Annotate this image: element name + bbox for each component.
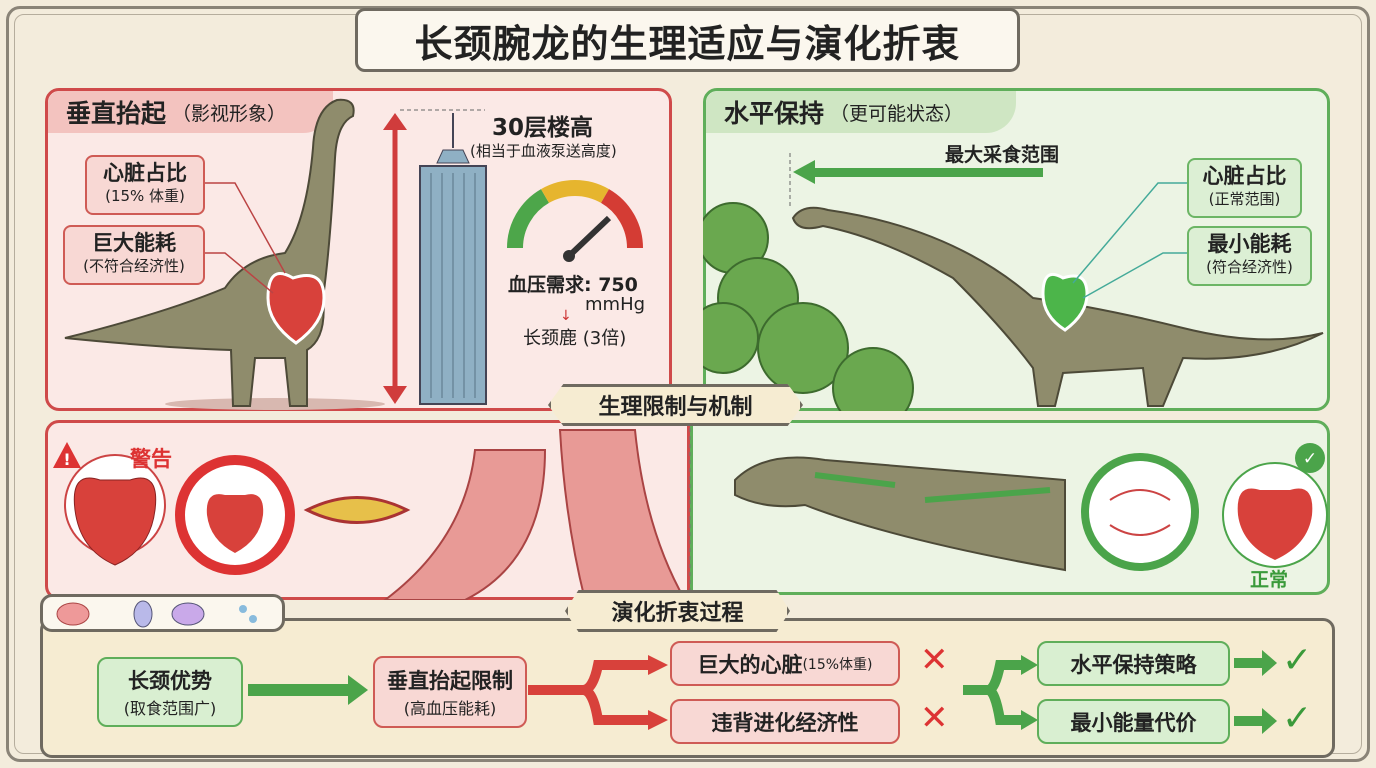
flow-good-strategy-box: 水平保持策略 xyxy=(1037,641,1230,686)
vertical-tab: 垂直抬起（影视形象） xyxy=(48,91,333,133)
svg-text:✓: ✓ xyxy=(1303,449,1317,469)
tab-note: （更可能状态） xyxy=(830,102,964,125)
artery-plaque-icon xyxy=(303,496,411,524)
flow-bad-economy-box: 违背进化经济性 xyxy=(670,699,900,744)
normal-heart-icon xyxy=(1041,273,1089,332)
height-title: 30层楼高 xyxy=(492,115,594,141)
skyscraper-icon xyxy=(419,113,487,405)
check-icon: ✓ xyxy=(1282,698,1313,739)
dinosaur-neck-circulation xyxy=(734,456,1066,572)
section-physiology: 生理限制与机制 xyxy=(548,384,803,426)
tab-note: （影视形象） xyxy=(172,102,287,125)
flow-good-energy-box: 最小能量代价 xyxy=(1037,699,1230,744)
cells-strip xyxy=(40,594,285,632)
energy-callout: 巨大能耗(不符合经济性) xyxy=(63,225,205,285)
tab-label: 垂直抬起 xyxy=(66,99,167,128)
cross-icon: ✕ xyxy=(920,640,949,680)
check-icon: ✓ xyxy=(1282,640,1313,681)
max-range-label: 最大采食范围 xyxy=(945,144,1060,166)
outer-frame xyxy=(6,6,1370,762)
diseased-heart-icon xyxy=(73,477,157,566)
blood-vessel-left xyxy=(383,449,547,600)
bp-unit: mmHg xyxy=(585,294,646,315)
good-arrows xyxy=(1234,650,1277,734)
height-double-arrow xyxy=(383,113,407,404)
cells-icon xyxy=(56,600,257,628)
flow-bad-heart-box: 巨大的心脏(15%体重) xyxy=(670,641,900,686)
cross-icon: ✕ xyxy=(920,698,949,738)
page-title: 长颈腕龙的生理适应与演化折衷 xyxy=(355,8,1020,72)
blood-pressure-gauge-icon xyxy=(506,179,644,262)
flow-arrows xyxy=(248,655,1038,730)
mechanism-illustrations: ! ✓ xyxy=(53,420,1328,600)
bp-label: 血压需求: 750 xyxy=(508,274,638,296)
flow-start-box: 长颈优势(取食范围广) xyxy=(97,657,243,727)
giraffe-comparison: 长颈鹿 (3倍) xyxy=(523,328,627,349)
horizontal-dinosaur-illustration xyxy=(703,153,1324,411)
vertical-dinosaur-illustration xyxy=(64,98,644,410)
section-evolution: 演化折衷过程 xyxy=(565,590,790,632)
svg-text:!: ! xyxy=(63,450,70,469)
down-arrow-icon: ↓ xyxy=(560,308,572,324)
warning-icon: ! xyxy=(53,442,81,469)
max-range-arrow xyxy=(793,160,1043,184)
blood-vessel-right xyxy=(558,429,687,600)
circulation-cycle-icon xyxy=(1081,453,1199,571)
normal-label: 正常 xyxy=(1250,569,1289,591)
heart-ratio-callout: 心脏占比(15% 体重) xyxy=(85,155,205,215)
horizontal-tab: 水平保持（更可能状态） xyxy=(706,91,1016,133)
tree-icon xyxy=(703,202,914,411)
tab-label: 水平保持 xyxy=(724,99,825,128)
warning-label: 警告 xyxy=(130,447,172,471)
min-energy-callout: 最小能耗(符合经济性) xyxy=(1187,226,1312,286)
flow-limit-box: 垂直抬起限制(高血压能耗) xyxy=(373,656,527,728)
heart-ratio-callout-normal: 心脏占比(正常范围) xyxy=(1187,158,1302,218)
large-heart-icon xyxy=(266,272,326,345)
check-badge-icon: ✓ xyxy=(1295,443,1325,473)
healthy-heart-icon xyxy=(1237,488,1313,560)
height-note: (相当于血液泵送高度) xyxy=(470,142,617,160)
